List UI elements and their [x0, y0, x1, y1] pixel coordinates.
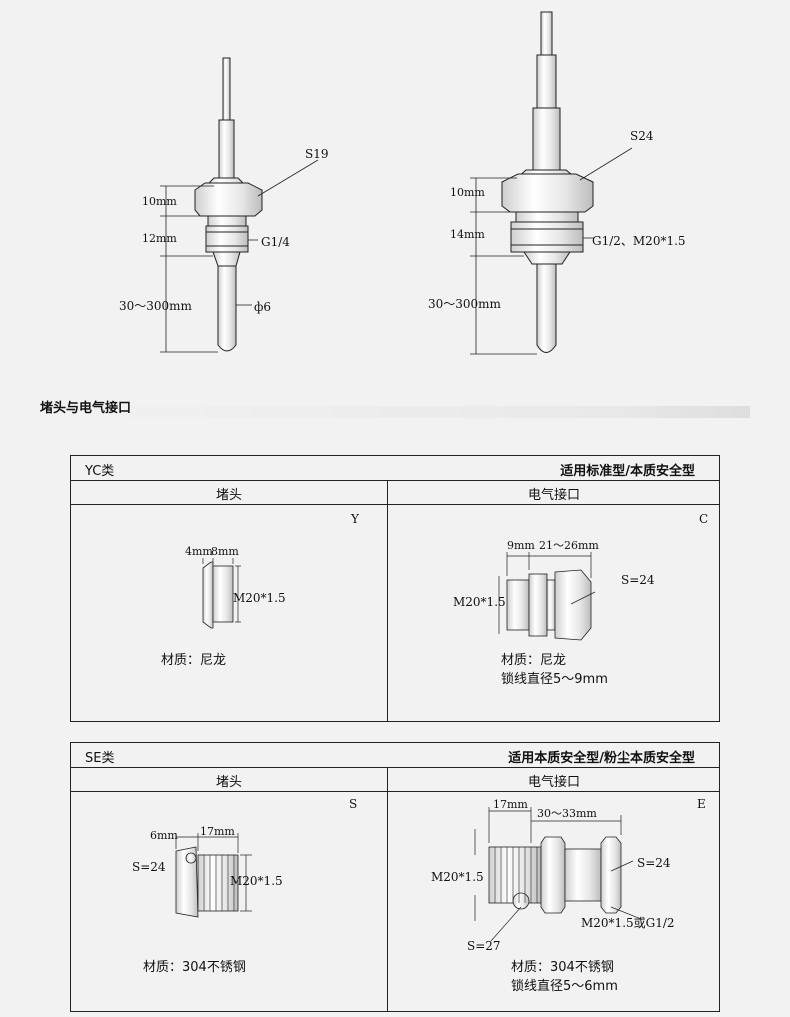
- se-connector-dim-b: 30～33mm: [537, 807, 597, 820]
- se-connector-thread2: M20*1.5或G1/2: [581, 916, 675, 930]
- sensor-right: [501, 11, 594, 353]
- dim-right-thread-label: G1/2、M20*1.5: [592, 234, 686, 248]
- yc-applicability: 适用标准型/本质安全型: [560, 464, 695, 479]
- dim-left-thread-length: 12mm: [142, 232, 177, 245]
- yc-plug-thread: M20*1.5: [233, 591, 286, 605]
- section-title: 堵头与电气接口: [40, 401, 132, 416]
- sensor-left: [194, 57, 263, 352]
- se-connector-material: 材质：304不锈钢: [511, 960, 614, 975]
- yc-connector-dim-b: 21～26mm: [539, 539, 599, 552]
- dim-left-hex-label: S19: [305, 147, 329, 161]
- section-divider: [40, 406, 750, 418]
- se-plug-dim-b: 17mm: [200, 825, 235, 838]
- se-col-plug: 堵头: [215, 775, 242, 790]
- se-col-connector: 电气接口: [527, 775, 580, 790]
- se-title-row: SE类 适用本质安全型/粉尘本质安全型: [71, 743, 719, 768]
- sensor-left-dims: [160, 159, 319, 353]
- yc-col-plug: 堵头: [215, 488, 242, 503]
- dim-left-hex-height: 10mm: [142, 195, 177, 208]
- dim-right-hex-height: 10mm: [450, 186, 485, 199]
- se-applicability: 适用本质安全型/粉尘本质安全型: [508, 751, 695, 766]
- dim-left-probe-length: 30～300mm: [119, 299, 193, 313]
- se-plug-drawing: 6mm 17mm S=24 M20*1.5: [132, 825, 283, 918]
- se-column-header-row: 堵头 电气接口: [71, 768, 719, 792]
- yc-connector-dim-a: 9mm: [507, 539, 535, 552]
- se-connector-hex: S=24: [637, 856, 671, 870]
- yc-title-row: YC类 适用标准型/本质安全型: [71, 456, 719, 481]
- yc-connector-thread: M20*1.5: [453, 595, 506, 609]
- se-plug-dim-a: 6mm: [150, 829, 178, 842]
- yc-col-connector: 电气接口: [527, 488, 580, 503]
- dim-right-probe-length: 30～300mm: [428, 297, 502, 311]
- yc-plug-drawing: 4mm 8mm M20*1.5: [185, 545, 286, 629]
- yc-plug-material: 材质：尼龙: [161, 653, 227, 668]
- se-connector-hex2: S=27: [467, 939, 501, 953]
- dim-left-thread-label: G1/4: [261, 235, 290, 249]
- se-plug-code: S: [349, 797, 358, 811]
- se-plug-hex: S=24: [132, 860, 166, 874]
- yc-table: YC类 适用标准型/本质安全型 堵头 电气接口 Y 4mm 8mm M20*1.…: [70, 455, 720, 722]
- dim-right-hex-label: S24: [630, 129, 654, 143]
- yc-plug-code: Y: [351, 512, 359, 526]
- se-table: SE类 适用本质安全型/粉尘本质安全型 堵头 电气接口 S 6mm 17mm: [70, 742, 720, 1012]
- se-connector-thread: M20*1.5: [431, 870, 484, 884]
- se-column-divider: [387, 768, 388, 1011]
- sensor-drawings: S19 10mm 12mm G1/4 30～300mm ф6 S24 10mm …: [119, 11, 686, 355]
- se-connector-code: E: [697, 797, 706, 811]
- dim-right-thread-length: 14mm: [450, 228, 485, 241]
- yc-connector-cable: 锁线直径5～9mm: [501, 672, 608, 687]
- yc-connector-drawing: 9mm 21～26mm M20*1.5 S=24: [453, 539, 655, 641]
- se-plug-thread: M20*1.5: [230, 874, 283, 888]
- dim-left-probe-diameter: ф6: [254, 300, 271, 314]
- yc-plug-dim-b: 8mm: [211, 545, 239, 558]
- se-plug-material: 材质：304不锈钢: [143, 960, 246, 975]
- yc-connector-hex: S=24: [621, 573, 655, 587]
- se-connector-dim-a: 17mm: [493, 798, 528, 811]
- yc-connector-material: 材质：尼龙: [501, 653, 567, 668]
- yc-column-divider: [387, 481, 388, 721]
- yc-type-label: YC类: [85, 464, 115, 479]
- se-connector-cable: 锁线直径5～6mm: [511, 979, 618, 994]
- se-connector-drawing: 17mm 30～33mm M20*1.5 S=24 M20*1.5或G1/2 S…: [431, 798, 675, 953]
- yc-connector-code: C: [699, 512, 709, 526]
- yc-column-header-row: 堵头 电气接口: [71, 481, 719, 505]
- yc-plug-dim-a: 4mm: [185, 545, 213, 558]
- se-type-label: SE类: [85, 751, 115, 766]
- sensor-right-dims: [470, 147, 633, 355]
